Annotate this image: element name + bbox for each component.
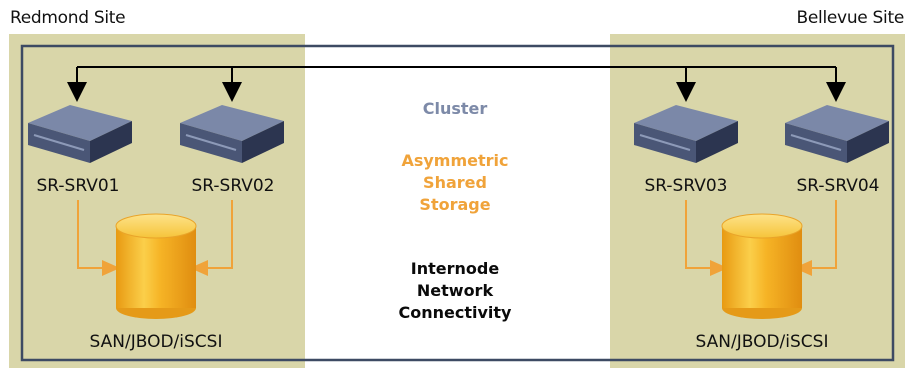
server-icon [785, 105, 889, 163]
network-connectivity-label: Internode Network Connectivity [398, 259, 512, 322]
server-label-srv01: SR-SRV01 [36, 176, 120, 196]
server-label-srv04: SR-SRV04 [796, 176, 880, 196]
server-icon [634, 105, 738, 163]
storage-connections [77, 200, 837, 276]
server-icon [28, 105, 132, 163]
redmond-site-label: Redmond Site [10, 8, 126, 28]
storage-disk-icon [115, 213, 197, 319]
server-label-srv03: SR-SRV03 [644, 176, 728, 196]
bellevue-site-label: Bellevue Site [796, 8, 905, 28]
cluster-title: Cluster [422, 99, 488, 118]
internode-network-lines [67, 66, 846, 102]
redmond-storage-label: SAN/JBOD/iSCSI [89, 332, 223, 352]
server-label-srv02: SR-SRV02 [191, 176, 275, 196]
bellevue-storage-label: SAN/JBOD/iSCSI [695, 332, 829, 352]
storage-disk-icon [721, 213, 803, 319]
cluster-boundary [20, 44, 895, 362]
shared-storage-label: Asymmetric Shared Storage [401, 151, 509, 214]
server-icon [180, 105, 284, 163]
